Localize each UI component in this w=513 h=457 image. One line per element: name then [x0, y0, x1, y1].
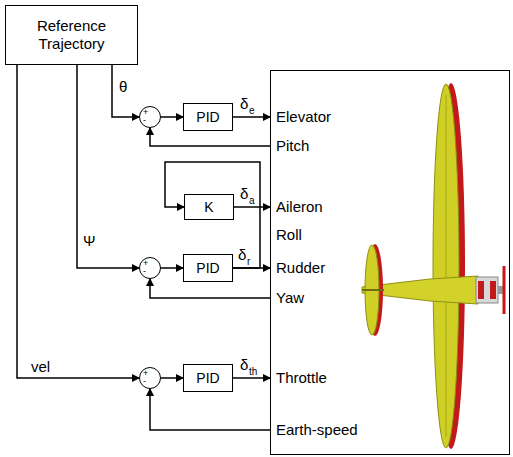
control-subscript: e [249, 106, 255, 116]
signal-connector [234, 206, 270, 208]
signal-connector [17, 65, 139, 378]
signal-connector [233, 377, 270, 379]
sign-label: - [143, 267, 146, 276]
reference-signal: Ψ [82, 232, 97, 249]
signal-name: Yaw [276, 289, 304, 307]
control-symbol: δ [240, 186, 248, 201]
control-subscript: r [247, 257, 250, 267]
summing-junction: +- [139, 257, 161, 279]
control-symbol: δ [238, 247, 246, 262]
signal-name: Pitch [276, 137, 309, 155]
box-label: K [204, 199, 213, 216]
signal-connector [150, 389, 270, 430]
box-label: PID [196, 109, 219, 126]
sign-label: - [143, 377, 146, 386]
summing-junction: +- [139, 367, 161, 389]
signal-name: Roll [276, 226, 302, 244]
signal-connector [233, 267, 270, 269]
sign-label: - [143, 116, 146, 125]
signal-connector [165, 162, 260, 268]
signal-connector [161, 116, 183, 118]
control-symbol: δ [240, 96, 248, 111]
signal-connector [161, 377, 183, 379]
signal-connector [112, 65, 139, 117]
signal-connector [233, 116, 270, 118]
control-subscript: a [249, 196, 255, 206]
reference-box: Reference Trajectory [5, 5, 138, 65]
aircraft-box: ElevatorPitchAileronRollRudderYawThrottl… [270, 70, 510, 455]
pid-box: PID [183, 364, 233, 392]
gain-box: K [184, 194, 234, 220]
control-symbol: δ [240, 357, 248, 372]
signal-connector [77, 65, 139, 268]
pid-box: PID [183, 254, 233, 282]
signal-name: Aileron [276, 198, 323, 216]
box-label: PID [196, 260, 219, 277]
signal-name: Throttle [276, 369, 327, 387]
control-subscript: th [249, 367, 257, 377]
box-label: Reference Trajectory [6, 17, 137, 53]
reference-signal: vel [30, 358, 51, 375]
reference-signal: θ [118, 78, 128, 95]
pid-box: PID [183, 103, 233, 131]
box-label: PID [196, 370, 219, 387]
signal-name: Earth-speed [276, 421, 358, 439]
signal-connector [161, 267, 183, 269]
signal-name: Elevator [276, 108, 331, 126]
signal-name: Rudder [276, 259, 325, 277]
summing-junction: +- [139, 106, 161, 128]
